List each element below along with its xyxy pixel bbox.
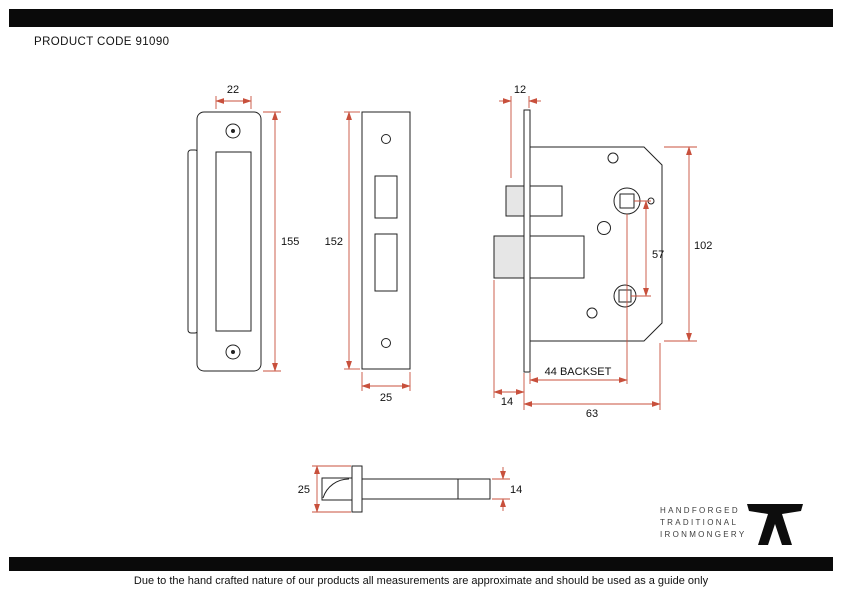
dim-spindle-bar-label: 14: [510, 484, 522, 496]
strike-screw-hole-bottom: [225, 344, 241, 360]
dim-strike-width-label: 22: [227, 84, 239, 96]
brand-line-2: TRADITIONAL: [660, 518, 739, 527]
case-screw-hole-bottom: [586, 307, 598, 319]
brand-line-3: IRONMONGERY: [660, 530, 747, 539]
faceplate-screw-hole-top: [381, 134, 391, 144]
anvil-logo: [744, 497, 806, 549]
dim-spindle-flange: 25: [298, 465, 351, 513]
spindle-bar: [361, 478, 491, 500]
dim-case-depth-label: 63: [586, 408, 598, 420]
spindle-end-arc: [322, 478, 350, 499]
lock-case-outline: [529, 146, 663, 342]
latch-body: [529, 185, 563, 217]
lock-body-view: 12 102 57 44 BACKSET: [493, 84, 712, 420]
faceplate-deadbolt-cutout: [374, 233, 398, 292]
dim-follower-spacing-label: 57: [652, 249, 664, 261]
top-black-bar: [9, 9, 833, 27]
brand-text: HANDFORGED TRADITIONAL IRONMONGERY: [660, 505, 747, 541]
mechanism-hole: [597, 221, 611, 235]
dim-spindle-flange-label: 25: [298, 484, 310, 496]
product-code-label: PRODUCT CODE 91090: [34, 36, 170, 48]
deadbolt-body: [529, 235, 585, 279]
dim-bolt-throw: 14: [493, 280, 525, 410]
brand-line-1: HANDFORGED: [660, 506, 740, 515]
case-screw-hole-top: [607, 152, 619, 164]
dim-faceplate-edge-label: 12: [514, 84, 526, 96]
dim-follower-spacing: 57: [631, 200, 664, 297]
dim-bolt-throw-label: 14: [501, 396, 513, 408]
dim-strike-height-label: 155: [281, 236, 299, 248]
faceplate-screw-hole-bottom: [381, 338, 391, 348]
strike-plate-view: 22 155: [187, 84, 299, 372]
faceplate-outline: [361, 111, 411, 370]
dim-backset-label: 44 BACKSET: [545, 366, 612, 378]
dim-case-height-label: 102: [694, 240, 712, 252]
strike-aperture: [215, 151, 252, 332]
dim-backset: 44 BACKSET: [529, 214, 628, 384]
dim-spindle-bar: 14: [492, 467, 522, 511]
dim-case-depth: 63: [523, 343, 661, 420]
lock-faceplate-edge: [523, 109, 531, 373]
latch-bolt: [505, 185, 525, 217]
dim-faceplate-width: 25: [361, 372, 411, 404]
spindle-view: 25 14: [298, 465, 522, 513]
strike-screw-hole-top: [225, 123, 241, 139]
strike-plate-outline: [196, 111, 262, 372]
footer-disclaimer: Due to the hand crafted nature of our pr…: [133, 575, 709, 587]
dim-faceplate-width-label: 25: [380, 392, 392, 404]
dim-faceplate-edge: 12: [499, 84, 541, 178]
faceplate-latch-cutout: [374, 175, 398, 219]
strike-screw-dot-top: [231, 129, 235, 133]
dim-case-height: 102: [664, 146, 712, 342]
deadbolt: [493, 235, 525, 279]
strike-screw-dot-bottom: [231, 350, 235, 354]
dim-strike-height: 155: [263, 111, 299, 372]
faceplate-view: 152 25: [325, 111, 411, 404]
bottom-black-bar: [9, 557, 833, 571]
dim-strike-width: 22: [215, 84, 252, 109]
dim-faceplate-height: 152: [325, 111, 360, 370]
anvil-logo-glyph: [747, 504, 803, 545]
spindle-flange: [351, 465, 363, 513]
dim-faceplate-height-label: 152: [325, 236, 343, 248]
